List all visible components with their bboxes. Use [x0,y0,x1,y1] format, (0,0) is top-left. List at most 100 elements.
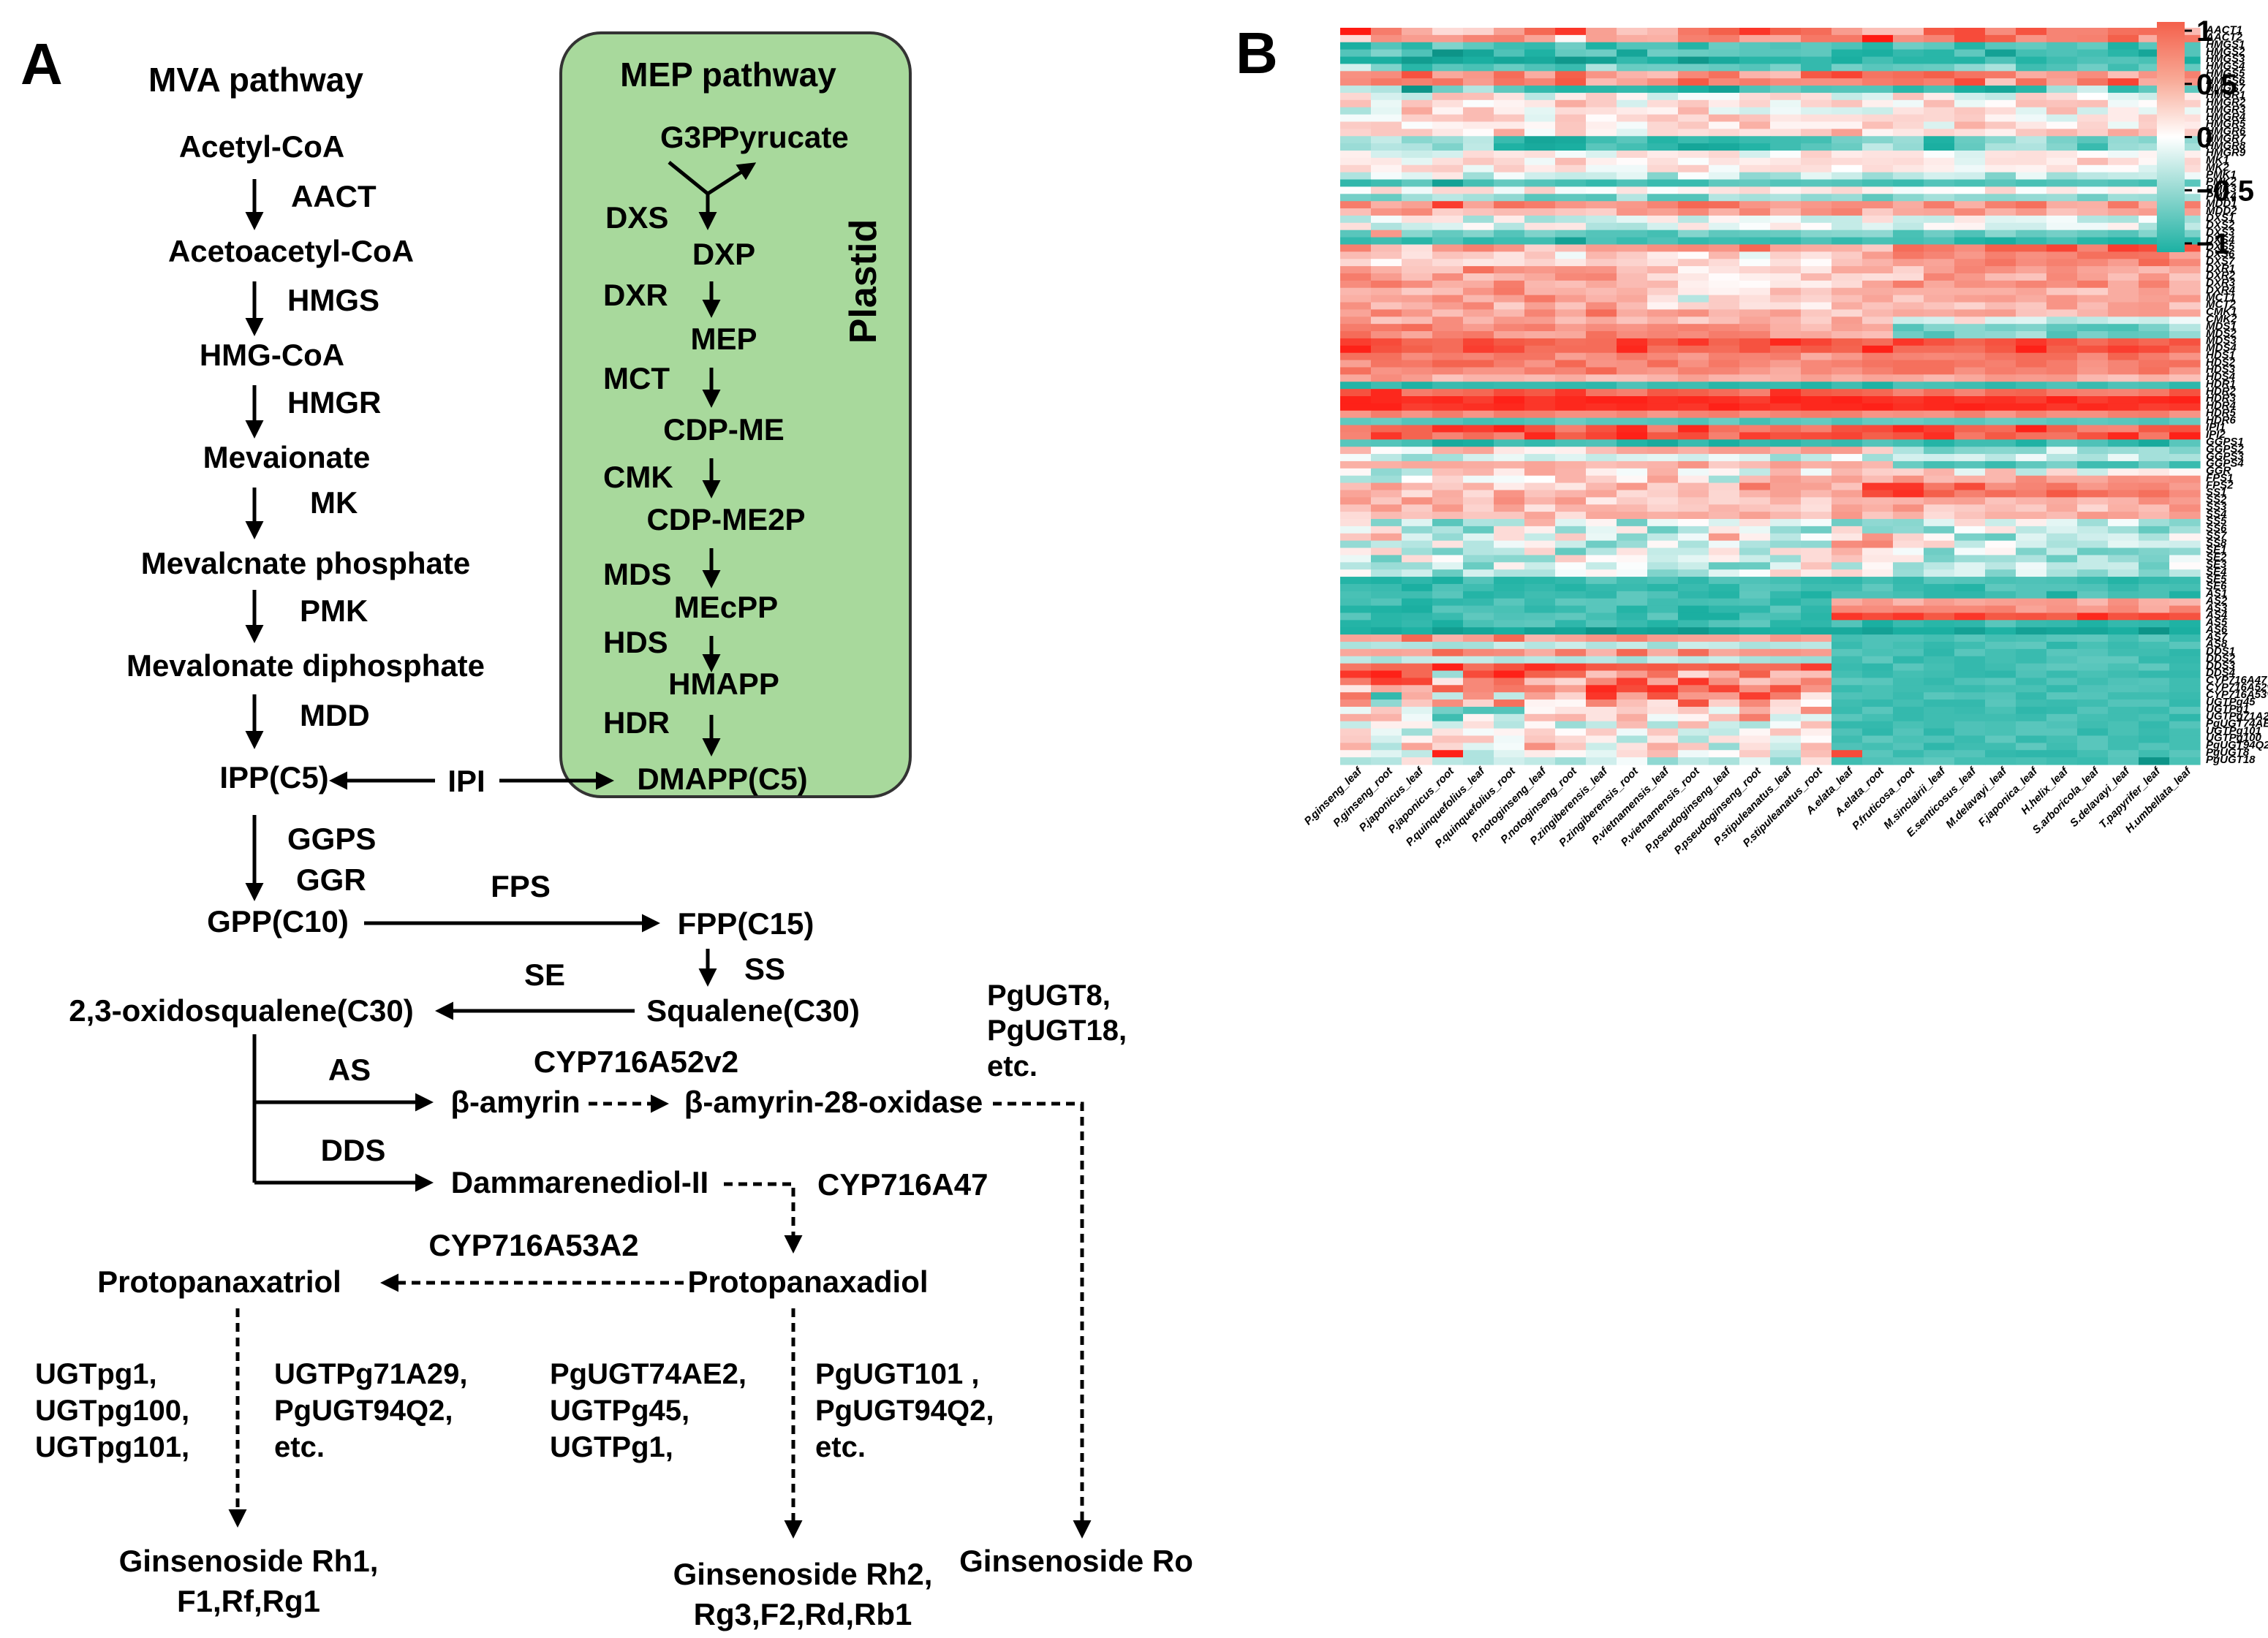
heatmap-cell [2108,107,2139,115]
heatmap-cell [1524,208,1556,216]
heatmap-cell [1709,591,1740,599]
heatmap-cell [1862,266,1894,274]
heatmap-row-label: MDD2 [2206,205,2237,217]
heatmap-cell [1709,121,1740,129]
heatmap-cell [1893,309,1924,317]
heatmap-cell [1924,244,1955,252]
heatmap-cell [1402,678,1433,686]
heatmap-cell [1801,685,1832,693]
heatmap-cell [2169,222,2201,231]
heatmap-cell [1494,215,1525,224]
heatmap-cell [1371,642,1402,650]
heatmap-cell [1463,605,1494,614]
heatmap-cell [1924,230,1955,238]
heatmap-cell [1832,439,1863,447]
heatmap-cell [1524,598,1556,607]
heatmap-cell [1739,569,1771,577]
heatmap-cell [1985,591,2016,599]
heatmap-cell [2169,663,2201,672]
heatmap-cell [1617,136,1648,144]
panel-b-letter: B [1236,20,1278,86]
heatmap-cell [1801,324,1832,332]
heatmap-cell [1801,432,1832,440]
heatmap-cell [1709,685,1740,693]
heatmap-row-label: CMK2 [2206,313,2237,325]
heatmap-cell [1801,533,1832,542]
heatmap-cell [1586,757,1617,765]
heatmap-cell [1432,490,1464,498]
heatmap-cell [2108,432,2139,440]
heatmap-cell [1647,410,1679,419]
heatmap-cell [1555,244,1587,252]
heatmap-cell [1954,417,1986,426]
heatmap-cell [1586,750,1617,758]
heatmap-cell [1862,287,1894,296]
heatmap-cell [1739,172,1771,181]
heatmap-row-label: DXS5 [2206,240,2235,253]
heatmap-cell [1678,129,1709,137]
heatmap-cell [1586,244,1617,252]
heatmap-cell [1524,99,1556,108]
heatmap-cell [1340,678,1372,686]
heatmap-cell [1340,179,1372,188]
heatmap-cell [1432,439,1464,447]
heatmap-cell [1371,743,1402,751]
heatmap-cell [1678,157,1709,166]
heatmap-cell [2046,107,2078,115]
heatmap-cell [2016,634,2047,642]
heatmap-cell [1402,475,1433,484]
heatmap-cell [1371,172,1402,181]
heatmap-cell [1555,591,1587,599]
heatmap-cell [1985,164,2016,173]
heatmap-cell [1709,713,1740,722]
heatmap-cell [1402,78,1433,86]
heatmap-cell [1862,656,1894,664]
heatmap-cell [1832,316,1863,325]
heatmap-cell [1832,750,1863,758]
heatmap-cell [1524,439,1556,447]
heatmap-cell [1862,179,1894,188]
heatmap-cell [1555,49,1587,58]
heatmap-cell [1770,504,1802,512]
heatmap-cell [1524,526,1556,534]
heatmap-cell [2108,331,2139,339]
heatmap-cell [1340,706,1372,715]
heatmap-cell [1402,750,1433,758]
heatmap-cell [1340,490,1372,498]
heatmap-cell [1463,136,1494,144]
heatmap-cell [1985,172,2016,181]
enz-dds: DDS [321,1133,386,1167]
heatmap-cell [1954,215,1986,224]
heatmap-cell [2108,71,2139,79]
met-protopanaxadiol: Protopanaxadiol [687,1264,928,1299]
heatmap-cell [1709,237,1740,246]
heatmap-cell [1494,670,1525,679]
heatmap-cell [1770,425,1802,433]
heatmap-cell [1801,598,1832,607]
heatmap-cell [1340,735,1372,743]
heatmap-cell [1340,280,1372,289]
heatmap-row-label: MDS3 [2206,335,2237,347]
heatmap-cell [2046,143,2078,151]
heatmap-cell [1709,482,1740,491]
heatmap-cell [1586,555,1617,563]
heatmap-cell [1862,49,1894,58]
heatmap-cell [1862,136,1894,144]
heatmap-cell [1340,266,1372,274]
arrow-to-ro [993,1102,1092,1539]
heatmap-cell [1647,251,1679,259]
heatmap-cell [1402,367,1433,375]
heatmap-cell [1586,663,1617,672]
heatmap-cell [2046,439,2078,447]
heatmap-cell [1371,692,1402,700]
heatmap-cell [1647,432,1679,440]
heatmap-cell [2016,237,2047,246]
heatmap-cell [1739,504,1771,512]
heatmap-cell [2046,49,2078,58]
heatmap-cell [1739,533,1771,542]
heatmap-cell [1494,757,1525,765]
heatmap-cell [1770,699,1802,708]
heatmap-cell [1832,244,1863,252]
heatmap-cell [2016,439,2047,447]
